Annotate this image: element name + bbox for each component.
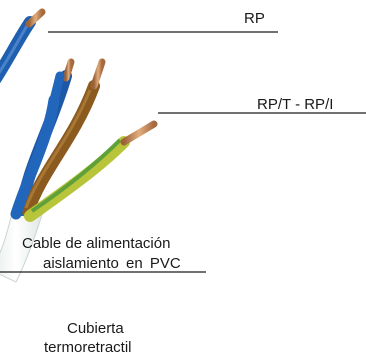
label-cable-line1: Cable de alimentación [22, 235, 171, 252]
pvc-sheath [0, 204, 43, 283]
label-rp: RP [244, 10, 265, 27]
label-rp-t-rp-i: RP/T - RP/I [257, 96, 334, 113]
label-cubierta-line2: termoretractil [44, 339, 132, 356]
top-wire [0, 8, 46, 84]
conductors [10, 58, 158, 222]
label-cable-line2: aislamiento en PVC [43, 255, 181, 272]
label-cubierta-line1: Cubierta [67, 320, 124, 337]
